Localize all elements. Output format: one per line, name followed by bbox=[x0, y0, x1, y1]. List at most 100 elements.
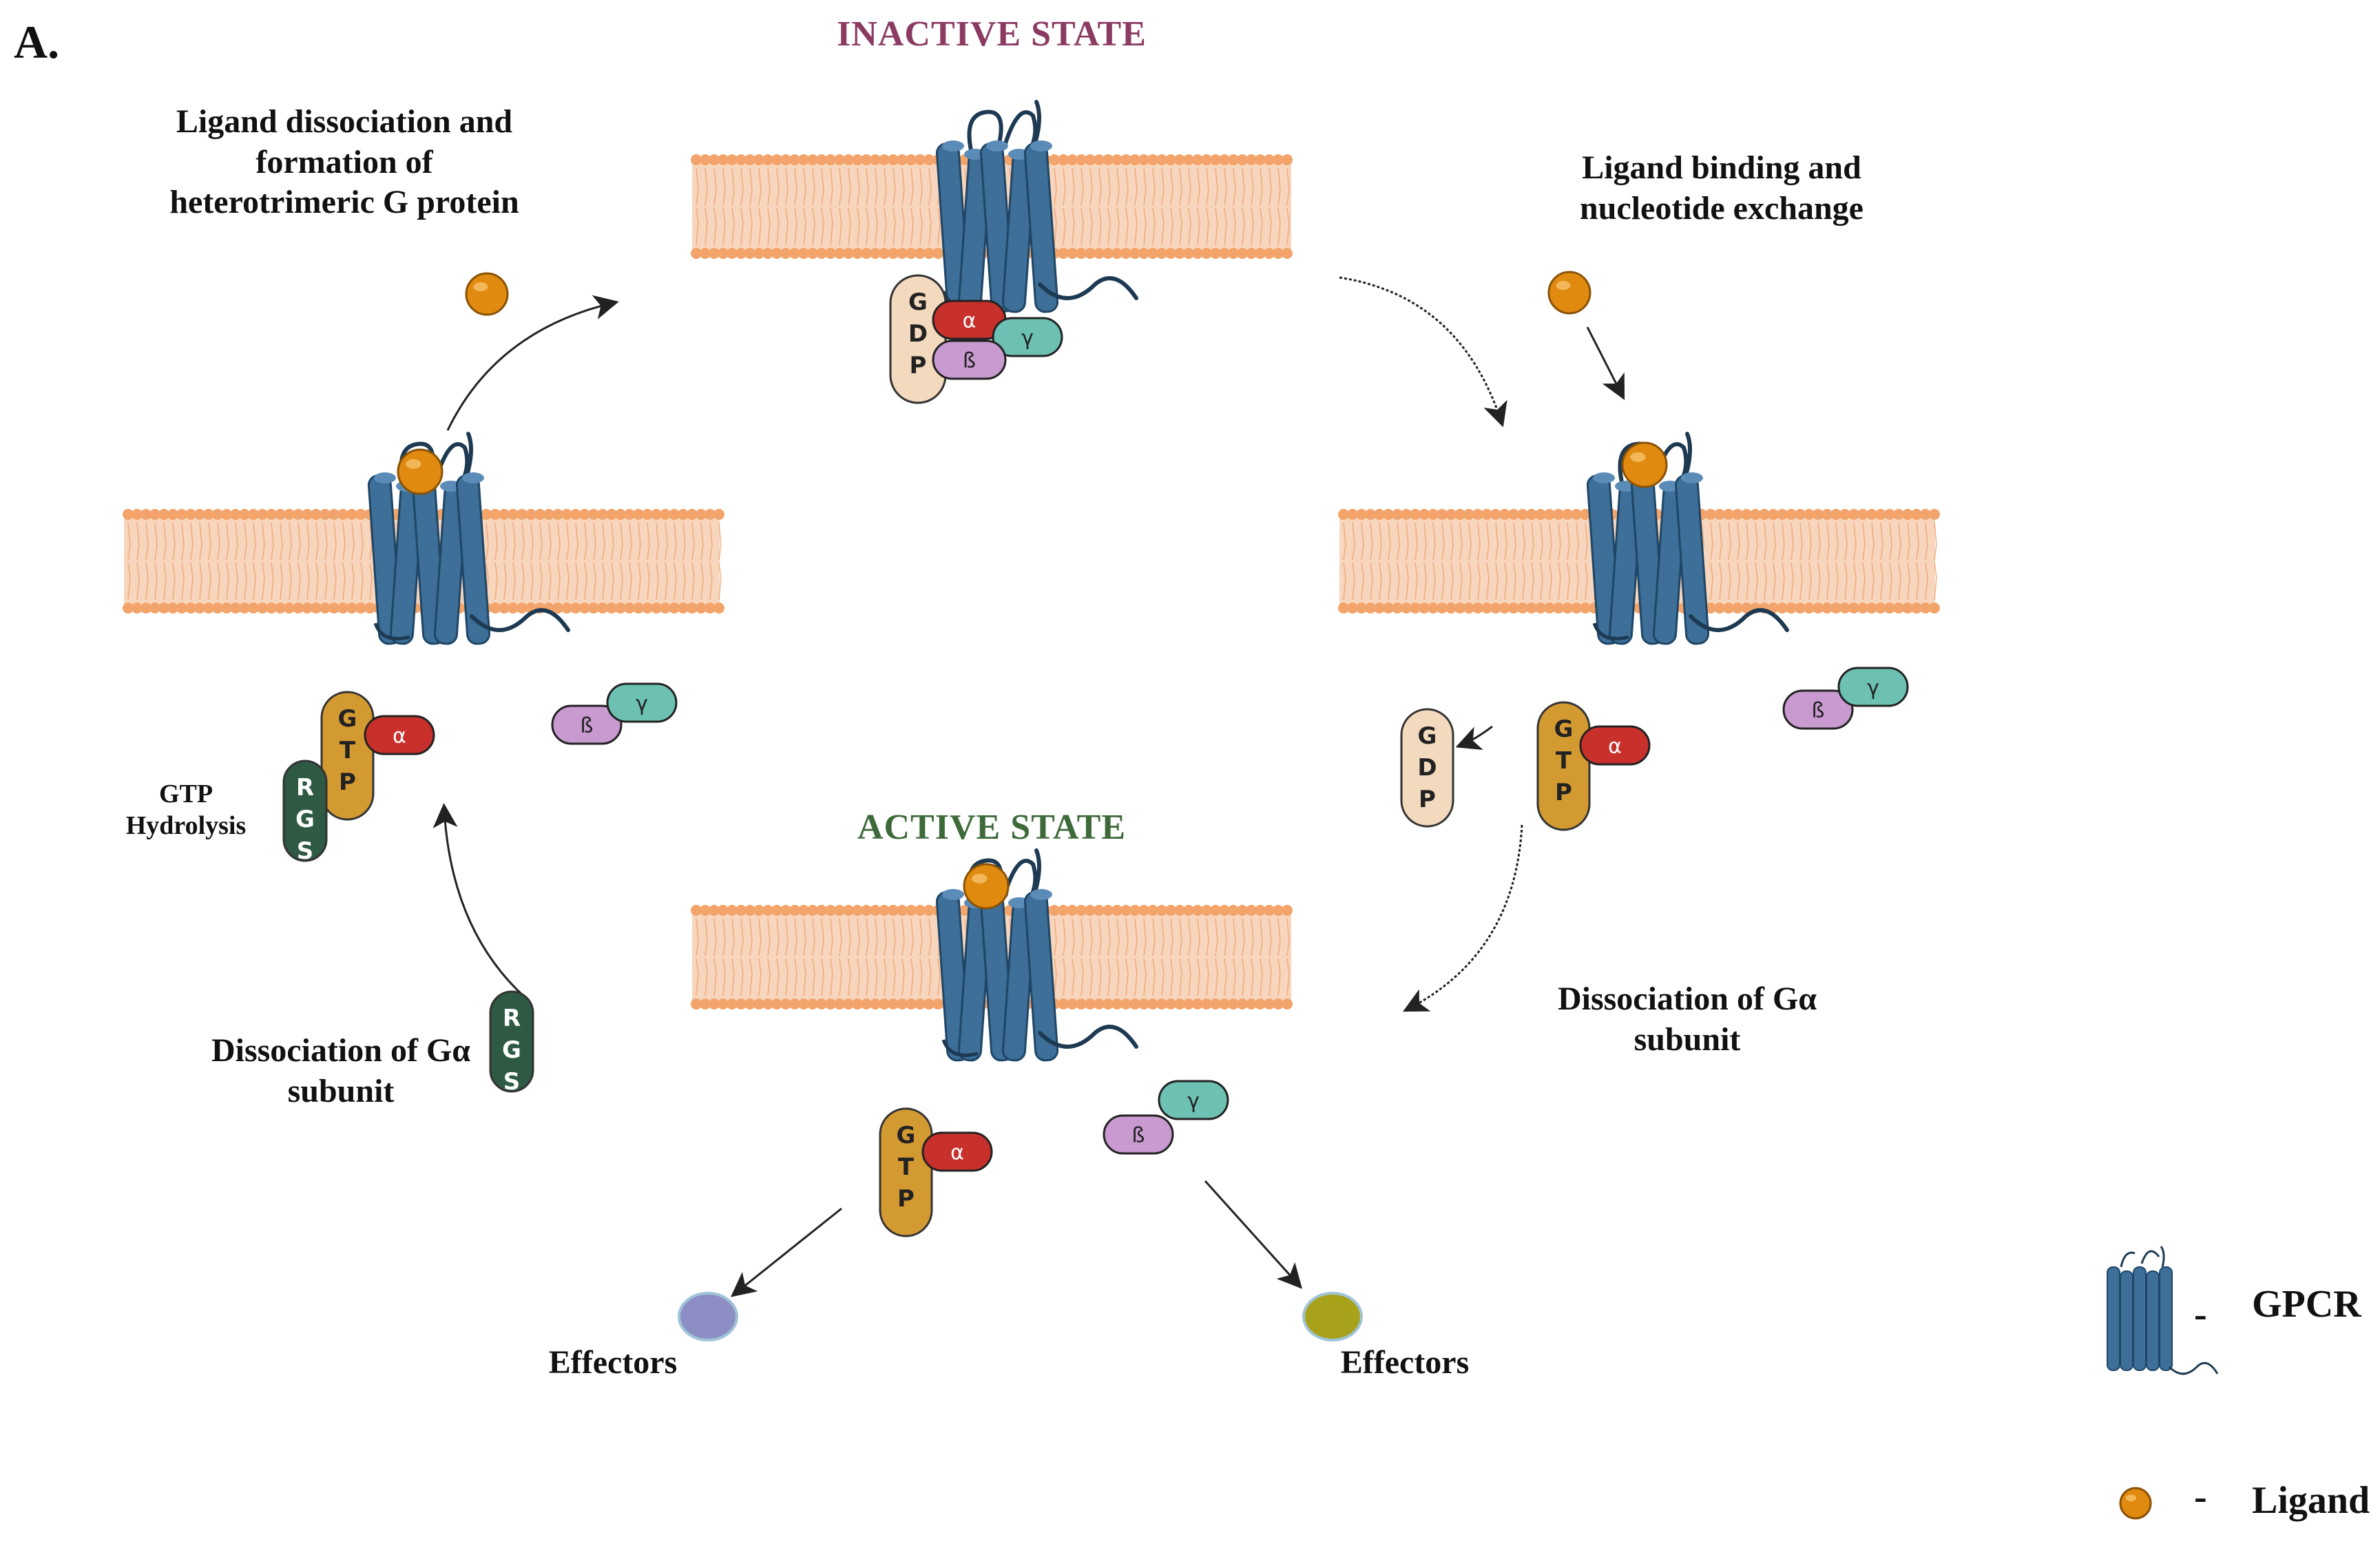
lipid-head bbox=[1219, 248, 1230, 259]
lipid-head bbox=[1264, 905, 1275, 916]
lipid-head bbox=[1481, 509, 1492, 520]
lipid-head bbox=[561, 509, 572, 520]
legend-gpcr-label: GPCR bbox=[2252, 1283, 2361, 1326]
lipid-head bbox=[1437, 509, 1448, 520]
gamma-right-letter: γ bbox=[1867, 676, 1879, 700]
lipid-head bbox=[230, 509, 241, 520]
lipid-head bbox=[1156, 248, 1167, 259]
legend-gpcr-helix bbox=[2159, 1266, 2173, 1371]
lipid-head bbox=[1282, 905, 1293, 916]
lipid-head bbox=[633, 509, 644, 520]
beta-left-shape bbox=[551, 704, 623, 745]
beta-right-letter: ß bbox=[1812, 699, 1825, 723]
lipid-head bbox=[1401, 603, 1412, 614]
legend-gpcr-helix bbox=[2120, 1270, 2133, 1371]
lipid-head bbox=[302, 603, 313, 614]
lipid-head bbox=[123, 603, 134, 614]
lipid-head bbox=[364, 603, 375, 614]
rgs-left: RGS bbox=[282, 760, 328, 865]
lipid-head bbox=[337, 509, 348, 520]
lipid-head bbox=[320, 509, 331, 520]
lipid-head bbox=[1049, 905, 1060, 916]
lipid-head bbox=[1174, 154, 1185, 165]
lipid-head bbox=[239, 603, 250, 614]
lipid-head bbox=[1875, 603, 1886, 614]
lipid-head bbox=[1777, 509, 1788, 520]
lipid-head bbox=[221, 509, 232, 520]
rgs-bottom-left-shape bbox=[489, 990, 534, 1093]
lipid-head bbox=[1246, 248, 1257, 259]
effectors-right-label: Effectors bbox=[1340, 1344, 1470, 1381]
gdp-inactive-letter: P bbox=[910, 352, 927, 379]
lipid-head bbox=[1857, 603, 1868, 614]
lipid-head bbox=[1383, 509, 1394, 520]
arrow-ligand-in bbox=[1586, 326, 1625, 401]
lipid-head bbox=[879, 248, 890, 259]
beta-inactive-letter: ß bbox=[963, 349, 976, 373]
lipid-head bbox=[355, 509, 366, 520]
lipid-head bbox=[915, 998, 926, 1010]
lipid-head bbox=[852, 998, 863, 1010]
lipid-head bbox=[1201, 154, 1212, 165]
lipid-head bbox=[660, 603, 671, 614]
lipid-head bbox=[915, 248, 926, 259]
arrow-gdp-release bbox=[1455, 725, 1493, 750]
lipid-head bbox=[888, 998, 899, 1010]
lipid-head bbox=[1365, 509, 1376, 520]
lipid-head bbox=[1374, 509, 1385, 520]
lipid-head bbox=[1111, 154, 1123, 165]
lipid-head bbox=[516, 509, 528, 520]
lipid-head bbox=[713, 603, 724, 614]
effectors-left-label: Effectors bbox=[548, 1344, 678, 1381]
lipid-head bbox=[1839, 509, 1850, 520]
ligand-dissociation-label: Ligand dissociation and formation of het… bbox=[169, 103, 519, 221]
gtp-right: GTP bbox=[1536, 701, 1591, 831]
lipid-head bbox=[1857, 509, 1868, 520]
lipid-head bbox=[1138, 154, 1149, 165]
lipid-head bbox=[293, 603, 304, 614]
lipid-head bbox=[816, 154, 827, 165]
lipid-head bbox=[1273, 248, 1284, 259]
gamma-active-letter: γ bbox=[1187, 1089, 1200, 1113]
lipid-head bbox=[1884, 509, 1895, 520]
lipid-head bbox=[597, 509, 608, 520]
lipid-head bbox=[1866, 603, 1877, 614]
galpha-dissociation-right-label: Dissociation of Gα subunit bbox=[1557, 981, 1817, 1058]
gpcr-c-tail bbox=[1038, 276, 1138, 300]
lipid-head bbox=[1147, 998, 1158, 1010]
lipid-head bbox=[1723, 509, 1734, 520]
lipid-head bbox=[149, 509, 160, 520]
lipid-head bbox=[1839, 603, 1850, 614]
lipid-head bbox=[879, 905, 890, 916]
lipid-head bbox=[615, 509, 626, 520]
lipid-head bbox=[870, 905, 881, 916]
beta-right: ß bbox=[1782, 689, 1854, 730]
lipid-head bbox=[1580, 603, 1591, 614]
lipid-head bbox=[1929, 509, 1940, 520]
rgs-left-shape bbox=[282, 760, 328, 862]
lipid-head bbox=[1183, 154, 1194, 165]
lipid-head bbox=[762, 154, 773, 165]
lipid-head bbox=[1813, 509, 1824, 520]
gamma-inactive-shape bbox=[992, 317, 1063, 357]
lipid-head bbox=[508, 603, 519, 614]
lipid-head bbox=[825, 154, 836, 165]
gamma-active: γ bbox=[1158, 1080, 1229, 1120]
lipid-head bbox=[704, 603, 716, 614]
alpha-inactive: α bbox=[932, 300, 1007, 340]
lipid-head bbox=[1911, 603, 1922, 614]
lipid-head bbox=[1544, 603, 1555, 614]
lipid-head bbox=[798, 998, 809, 1010]
lipid-head bbox=[1428, 509, 1439, 520]
lipid-head bbox=[248, 603, 259, 614]
lipid-head bbox=[1138, 905, 1149, 916]
gpcr-loop-lower bbox=[373, 623, 410, 640]
gpcr-left bbox=[367, 432, 570, 645]
lipid-head bbox=[275, 509, 286, 520]
lipid-head bbox=[185, 603, 196, 614]
gamma-right-shape bbox=[1837, 667, 1909, 707]
lipid-head bbox=[1830, 603, 1841, 614]
lipid-head bbox=[861, 998, 872, 1010]
lipid-head bbox=[337, 603, 348, 614]
lipid-head bbox=[266, 509, 277, 520]
